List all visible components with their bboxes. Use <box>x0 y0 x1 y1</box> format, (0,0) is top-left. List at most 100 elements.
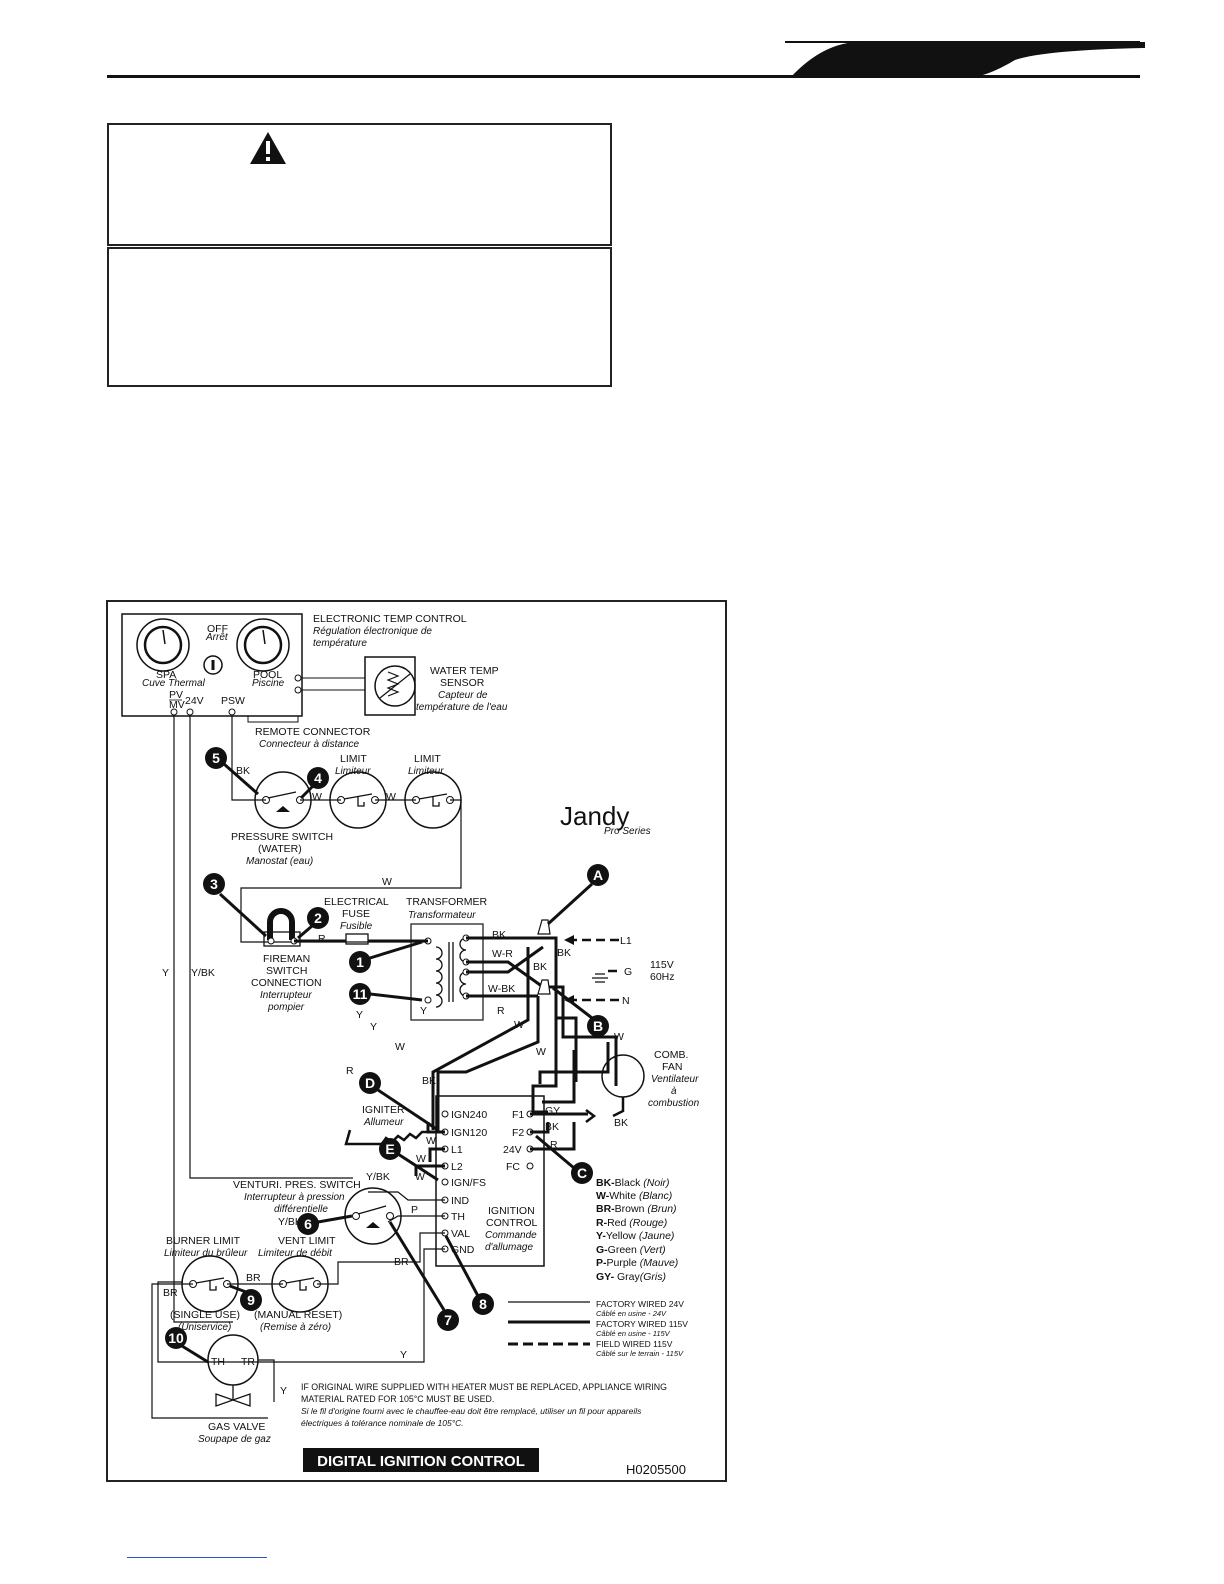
badge-9: 9 <box>240 1289 262 1311</box>
svg-text:R-Red (Rouge): R-Red (Rouge) <box>596 1217 667 1229</box>
gas-valve-tr: TR <box>241 1356 255 1368</box>
badge-2: 2 <box>307 907 329 929</box>
wire-w-fan: W <box>614 1031 624 1043</box>
wire-y-tx-1: Y <box>356 1009 363 1021</box>
pool-fr-label: Piscine <box>252 678 285 689</box>
limit1-label: LIMIT <box>340 753 367 765</box>
etc-title: ELECTRONIC TEMP CONTROL <box>313 613 467 625</box>
terminal-val: VAL <box>451 1228 470 1240</box>
wire-w-l2: W <box>416 1153 426 1165</box>
wire-ybk-left: Y/BK <box>191 967 215 979</box>
terminal-ign120: IGN120 <box>451 1127 487 1139</box>
wire-r-tx: R <box>497 1005 505 1017</box>
limit2-fr: Limiteur <box>408 766 444 777</box>
limit-wires <box>151 1261 358 1419</box>
wire-br-val: BR <box>394 1256 409 1268</box>
legend-code-w: W- <box>596 1190 610 1202</box>
venturi-pressure-switch <box>344 1187 402 1245</box>
gas-valve-fr: Soupape de gaz <box>198 1434 271 1445</box>
legend-code-g: G- <box>596 1244 608 1256</box>
wiring-diagram-svg: SPA Cuve Thermal OFF Arrêt POOL Piscine … <box>121 613 700 1477</box>
legend-field-115v: FIELD WIRED 115V <box>596 1339 673 1349</box>
legend-en-w: White <box>609 1190 636 1202</box>
wire-w-label-1: W <box>312 791 322 803</box>
legend-code-bk: BK- <box>596 1177 615 1189</box>
wire-r-24v: R <box>550 1139 558 1151</box>
ign-control-label-2: CONTROL <box>486 1217 537 1229</box>
svg-text:5: 5 <box>212 750 220 766</box>
pressure-switch-label-2: (WATER) <box>258 843 302 855</box>
supply-l1: L1 <box>620 935 632 947</box>
electrical-fuse <box>345 933 369 945</box>
ign-wires <box>414 1112 588 1176</box>
vent-limit-fr: Limiteur de débit <box>258 1248 333 1259</box>
etc-title-fr1: Régulation électronique de <box>313 626 432 637</box>
badge-8: 8 <box>472 1293 494 1315</box>
vent-limit-note-fr: (Remise à zéro) <box>260 1322 331 1333</box>
supply-g: G <box>624 966 632 978</box>
badge-4: 4 <box>307 767 329 789</box>
terminal-f2: F2 <box>512 1127 524 1139</box>
svg-text:2: 2 <box>314 910 322 926</box>
fan-fr3: combustion <box>648 1098 700 1109</box>
header-rule <box>107 75 1140 78</box>
legend-fr-p: (Mauve) <box>640 1257 679 1269</box>
burner-limit-note-fr: (Uniservice) <box>178 1322 231 1333</box>
fireman-label-3: CONNECTION <box>251 977 322 989</box>
sensor-label-2: SENSOR <box>440 677 485 689</box>
legend-en-br: Brown <box>615 1203 645 1215</box>
wire-color-legend: BK-Black (Noir) W-White (Blanc) BR-Brown… <box>596 1177 678 1283</box>
banner-background <box>303 1448 539 1472</box>
igniter-label: IGNITER <box>362 1104 405 1116</box>
svg-text:G-Green (Vert): G-Green (Vert) <box>596 1244 666 1256</box>
wire-y-tx-2: Y <box>370 1021 377 1033</box>
wire-w-left: W <box>395 1041 405 1053</box>
ignition-control-box <box>435 1095 545 1267</box>
factory-24v-wires <box>173 715 462 1323</box>
off-fr-label: Arrêt <box>205 632 229 643</box>
pool-label: POOL <box>253 669 282 681</box>
svg-text:1: 1 <box>356 954 364 970</box>
svg-text:D: D <box>365 1075 375 1091</box>
supply-n: N <box>622 995 630 1007</box>
badge-1: 1 <box>349 951 371 973</box>
burner-limit-fr: Limiteur du brûleur <box>164 1248 248 1259</box>
jandy-logo: Jandy <box>560 801 629 831</box>
psw-label: PSW <box>221 695 245 707</box>
water-temp-sensor <box>301 656 416 716</box>
combustion-fan <box>601 1054 645 1098</box>
svg-text:E: E <box>385 1141 394 1157</box>
banner-title: DIGITAL IGNITION CONTROL <box>317 1453 525 1470</box>
wire-bk-ign: BK <box>422 1075 436 1087</box>
svg-text:W-White (Blanc): W-White (Blanc) <box>596 1190 672 1202</box>
legend-fr-bk: (Noir) <box>643 1177 669 1189</box>
venturi-fr2: différentielle <box>274 1204 328 1215</box>
wire-w-mid: W <box>536 1046 546 1058</box>
mv-label: MV <box>169 699 185 711</box>
24v-label: 24V <box>185 695 204 707</box>
svg-text:8: 8 <box>479 1296 487 1312</box>
ign-left-terminals: IGN240 IGN120 L1 L2 IGN/FS IND TH VAL GN… <box>441 1109 487 1256</box>
wire-br-limits: BR <box>246 1272 261 1284</box>
fan-label-1: COMB. <box>654 1049 688 1061</box>
supply-volt: 115V <box>650 959 674 971</box>
svg-text:BR-Brown (Brun): BR-Brown (Brun) <box>596 1203 677 1215</box>
fireman-label-2: SWITCH <box>266 965 307 977</box>
venturi-fr1: Interrupteur à pression <box>244 1192 345 1203</box>
terminal-24v: 24V <box>503 1144 522 1156</box>
badge-c: C <box>571 1162 593 1184</box>
footer-link-underline[interactable] <box>127 1557 267 1558</box>
badge-5: 5 <box>205 747 227 769</box>
badge-arrows <box>181 762 594 1364</box>
badge-e: E <box>379 1138 401 1160</box>
fan-fr2: à <box>671 1086 677 1097</box>
sensor-label-fr2: température de l'eau <box>416 702 508 713</box>
svg-text:3: 3 <box>210 876 218 892</box>
wire-w-label-3: W <box>382 876 392 888</box>
note-fr-1: Si le fil d'origine fourni avec le chauf… <box>301 1406 642 1416</box>
wire-w-l1: W <box>426 1135 436 1147</box>
burner-limit-label: BURNER LIMIT <box>166 1235 241 1247</box>
legend-en-p: Purple <box>607 1257 638 1269</box>
vent-limit-label: VENT LIMIT <box>278 1235 336 1247</box>
terminal-ind: IND <box>451 1195 470 1207</box>
